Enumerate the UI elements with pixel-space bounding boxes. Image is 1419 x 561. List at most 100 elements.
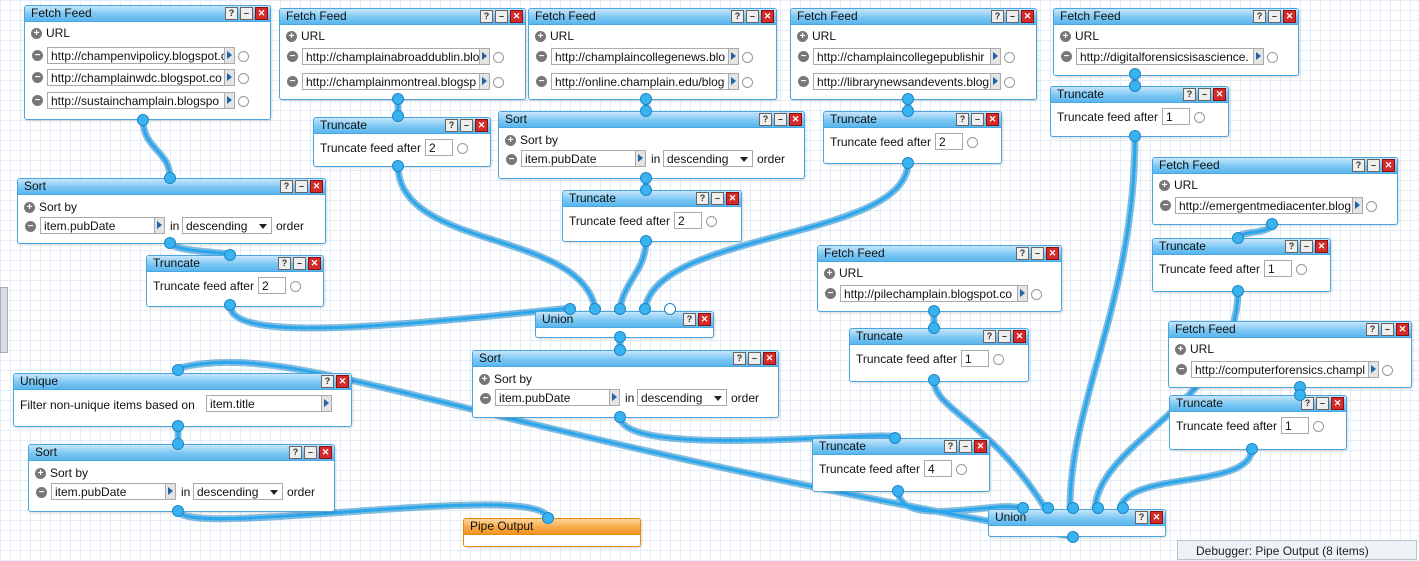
fetch-feed-module-5[interactable]: Fetch Feed ?–✕ +URL − http://digitalfore… (1053, 8, 1299, 76)
input-terminal-icon[interactable] (238, 51, 249, 62)
module-header[interactable]: Truncate ?–✕ (813, 439, 989, 455)
close-icon[interactable]: ✕ (763, 352, 776, 365)
input-terminal-icon[interactable] (172, 438, 184, 450)
output-terminal-icon[interactable] (1067, 531, 1079, 543)
arrow-right-icon[interactable] (990, 49, 1000, 64)
close-icon[interactable]: ✕ (475, 119, 488, 132)
output-terminal-icon[interactable] (640, 172, 652, 184)
input-terminal-icon[interactable] (706, 216, 717, 227)
module-header[interactable]: Union ?✕ (536, 312, 713, 328)
close-icon[interactable]: ✕ (308, 257, 321, 270)
close-icon[interactable]: ✕ (1331, 397, 1344, 410)
module-header[interactable]: Union ?✕ (989, 510, 1165, 526)
help-icon[interactable]: ? (1352, 159, 1365, 172)
minimize-icon[interactable]: – (1268, 10, 1281, 23)
sort-direction-select[interactable]: descending (637, 389, 727, 406)
arrow-right-icon[interactable] (609, 390, 619, 405)
sort-field-input[interactable]: item.pubDate (521, 150, 646, 167)
minimize-icon[interactable]: – (1006, 10, 1019, 23)
remove-icon[interactable]: − (32, 50, 43, 61)
minimize-icon[interactable]: – (304, 446, 317, 459)
sort-field-input[interactable]: item.pubDate (40, 217, 165, 234)
input-terminal-icon[interactable] (1004, 77, 1015, 88)
input-terminal-icon[interactable] (614, 303, 626, 315)
module-header[interactable]: Truncate ?–✕ (563, 191, 741, 207)
output-terminal-icon[interactable] (172, 420, 184, 432)
url-input[interactable]: http://champlainmontreal.blogsp (302, 73, 490, 90)
add-icon[interactable]: + (1060, 31, 1071, 43)
close-icon[interactable]: ✕ (789, 113, 802, 126)
close-icon[interactable]: ✕ (1213, 88, 1226, 101)
output-terminal-icon[interactable] (137, 114, 149, 126)
url-input[interactable]: http://champlainabroaddublin.blo (302, 48, 490, 65)
remove-icon[interactable]: − (798, 76, 809, 87)
remove-icon[interactable]: − (32, 72, 43, 83)
close-icon[interactable]: ✕ (761, 10, 774, 23)
help-icon[interactable]: ? (445, 119, 458, 132)
add-icon[interactable]: + (24, 202, 35, 214)
output-terminal-icon[interactable] (902, 157, 914, 169)
output-terminal-icon[interactable] (892, 485, 904, 497)
unique-module[interactable]: Unique ?✕ Filter non-unique items based … (13, 373, 352, 427)
arrow-right-icon[interactable] (479, 74, 489, 89)
module-header[interactable]: Fetch Feed ?–✕ (1169, 322, 1411, 338)
input-terminal-icon[interactable] (1042, 502, 1054, 514)
remove-icon[interactable]: − (1061, 51, 1072, 62)
close-icon[interactable]: ✕ (319, 446, 332, 459)
input-terminal-icon[interactable] (224, 249, 236, 261)
input-terminal-icon[interactable] (1031, 289, 1042, 300)
remove-icon[interactable]: − (798, 51, 809, 62)
sort-direction-select[interactable]: descending (663, 150, 753, 167)
truncate-count-input[interactable]: 1 (1264, 260, 1292, 277)
input-terminal-icon[interactable] (902, 105, 914, 117)
sort-module-1[interactable]: Sort ?–✕ +Sort by − item.pubDate in desc… (17, 178, 326, 244)
input-terminal-icon[interactable] (1129, 80, 1141, 92)
minimize-icon[interactable]: – (293, 257, 306, 270)
input-terminal-icon[interactable] (493, 52, 504, 63)
close-icon[interactable]: ✕ (1150, 511, 1163, 524)
input-terminal-icon[interactable] (1267, 52, 1278, 63)
truncate-module-9[interactable]: Truncate ?–✕ Truncate feed after 1 (1169, 395, 1347, 450)
union-module-2[interactable]: Union ?✕ (988, 509, 1166, 537)
minimize-icon[interactable]: – (1031, 247, 1044, 260)
minimize-icon[interactable]: – (1198, 88, 1211, 101)
help-icon[interactable]: ? (759, 113, 772, 126)
remove-icon[interactable]: − (287, 51, 298, 62)
input-terminal-icon[interactable] (1296, 264, 1307, 275)
arrow-right-icon[interactable] (1368, 362, 1378, 377)
arrow-right-icon[interactable] (990, 74, 1000, 89)
arrow-right-icon[interactable] (165, 484, 175, 499)
input-terminal-icon[interactable] (1366, 201, 1377, 212)
close-icon[interactable]: ✕ (336, 375, 349, 388)
input-terminal-icon[interactable] (1067, 502, 1079, 514)
fetch-feed-module-1[interactable]: Fetch Feed ?–✕ +URL − http://champenvipo… (24, 5, 271, 120)
arrow-right-icon[interactable] (224, 93, 234, 108)
module-header[interactable]: Fetch Feed ?–✕ (791, 9, 1036, 25)
input-terminal-icon[interactable] (1017, 502, 1029, 514)
output-terminal-icon[interactable] (1266, 218, 1278, 230)
module-header[interactable]: Truncate ?–✕ (1153, 239, 1330, 255)
input-terminal-icon[interactable] (290, 281, 301, 292)
help-icon[interactable]: ? (991, 10, 1004, 23)
url-input[interactable]: http://champlaincollegenews.blo (551, 48, 739, 65)
module-header[interactable]: Truncate ?–✕ (1170, 396, 1346, 412)
output-terminal-icon[interactable] (164, 237, 176, 249)
input-terminal-icon[interactable] (493, 77, 504, 88)
input-terminal-icon[interactable] (542, 512, 554, 524)
input-terminal-icon[interactable] (1004, 52, 1015, 63)
truncate-count-input[interactable]: 2 (425, 139, 453, 156)
remove-icon[interactable]: − (32, 95, 43, 106)
close-icon[interactable]: ✕ (1315, 240, 1328, 253)
output-terminal-icon[interactable] (1129, 68, 1141, 80)
input-terminal-icon[interactable] (564, 303, 576, 315)
output-terminal-icon[interactable] (928, 374, 940, 386)
minimize-icon[interactable]: – (460, 119, 473, 132)
add-icon[interactable]: + (31, 28, 42, 40)
output-terminal-icon[interactable] (392, 160, 404, 172)
arrow-right-icon[interactable] (224, 70, 234, 85)
input-terminal-icon[interactable] (664, 303, 676, 315)
debugger-bar[interactable]: Debugger: Pipe Output (8 items) (1177, 540, 1417, 560)
minimize-icon[interactable]: – (711, 192, 724, 205)
help-icon[interactable]: ? (731, 10, 744, 23)
left-panel-toggle[interactable] (0, 287, 8, 353)
